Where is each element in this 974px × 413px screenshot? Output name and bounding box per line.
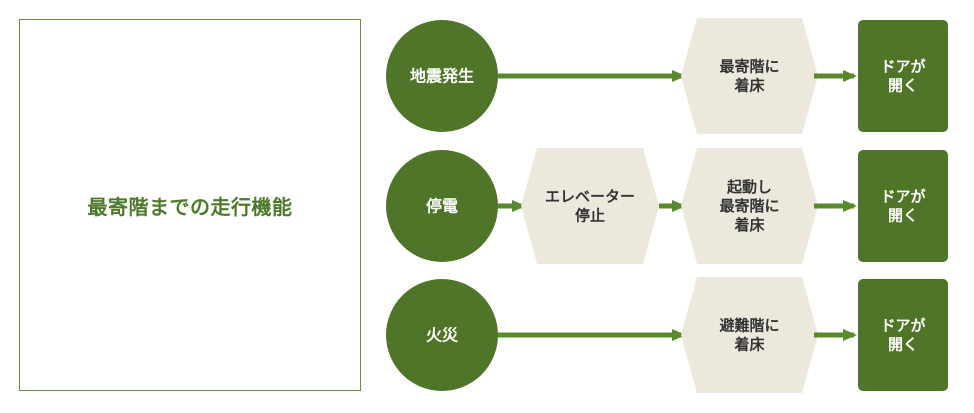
step-hexagon xyxy=(681,277,818,393)
function-title-panel: 最寄階までの走行機能 xyxy=(19,19,361,391)
trigger-label: 火災 xyxy=(426,326,459,345)
trigger-label: 停電 xyxy=(426,197,458,216)
result-box xyxy=(858,279,948,391)
result-box xyxy=(858,20,948,132)
result-label: 開く xyxy=(888,336,918,354)
step-hexagon xyxy=(681,18,818,134)
step-label: エレベーター xyxy=(545,187,635,205)
step-label: 起動し xyxy=(726,178,772,196)
result-label: 開く xyxy=(888,77,918,95)
trigger-circle xyxy=(386,279,498,391)
step-hexagon xyxy=(681,148,818,264)
result-label: 開く xyxy=(888,207,918,225)
step-label: 最寄階に xyxy=(719,197,779,215)
result-label: ドアが xyxy=(880,316,926,334)
trigger-label: 地震発生 xyxy=(410,67,474,86)
trigger-circle xyxy=(386,20,498,132)
result-label: ドアが xyxy=(880,187,926,205)
trigger-circle xyxy=(386,150,498,262)
step-label: 着床 xyxy=(733,216,765,234)
function-title: 最寄階までの走行機能 xyxy=(87,194,293,219)
step-label: 着床 xyxy=(733,336,765,354)
step-hexagon xyxy=(521,148,659,264)
diagram-layer: 地震発生最寄階に着床ドアが開く停電エレベーター停止起動し最寄階に着床ドアが開く火… xyxy=(386,18,948,393)
step-label: 避難階に xyxy=(719,316,779,334)
result-label: ドアが xyxy=(880,57,926,75)
step-label: 停止 xyxy=(575,207,605,225)
result-box xyxy=(858,150,948,262)
step-label: 最寄階に xyxy=(719,57,779,75)
step-label: 着床 xyxy=(733,77,765,95)
